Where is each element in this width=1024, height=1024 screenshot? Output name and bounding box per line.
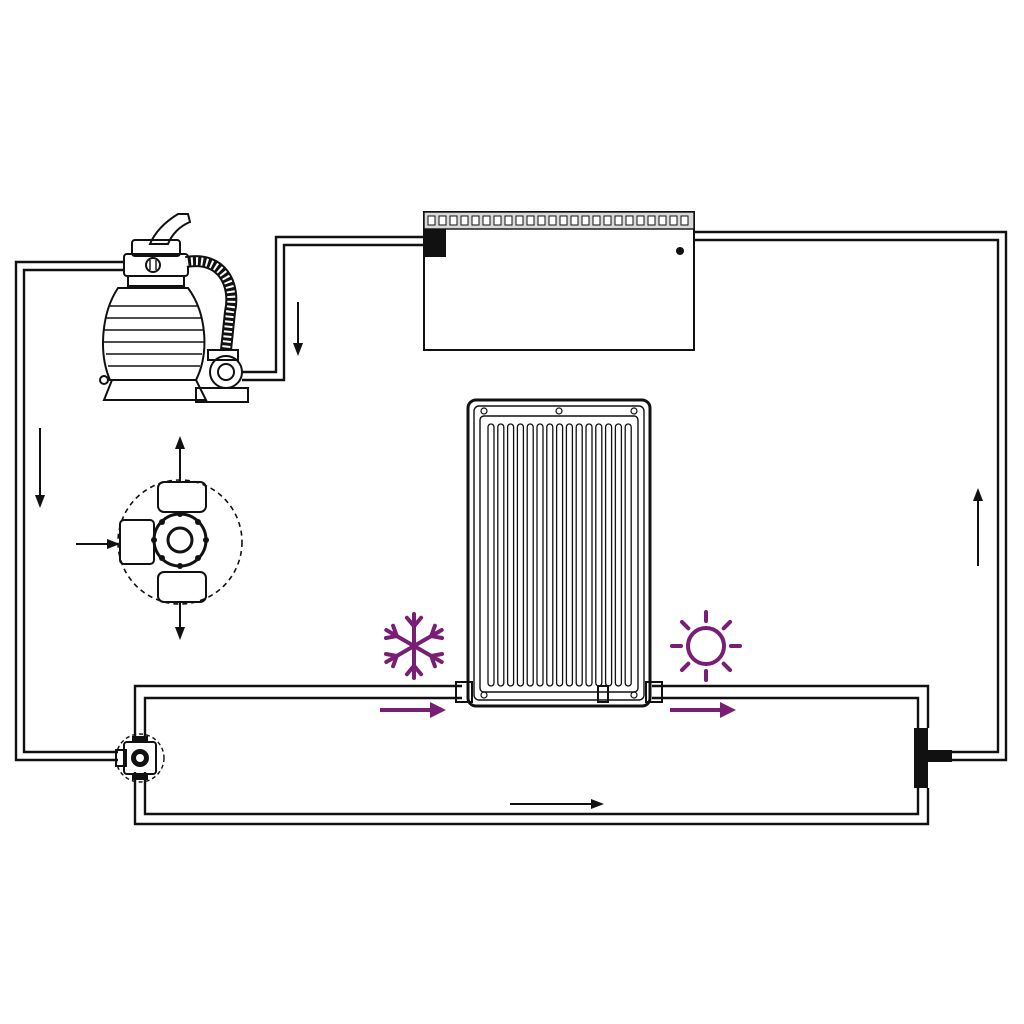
valve-flow-arrows — [76, 436, 185, 640]
pool-outlet-fitting — [676, 247, 684, 255]
warm-flow-arrow — [670, 702, 736, 718]
snowflake-icon — [383, 612, 445, 680]
pipe-pool-return — [694, 230, 1008, 762]
cold-flow-arrow — [380, 702, 446, 718]
pool-inlet-fitting — [424, 229, 446, 257]
flow-arrows — [35, 302, 983, 809]
solar-collector-icon — [455, 398, 663, 708]
pool — [423, 211, 695, 351]
three-way-valve-icon — [117, 479, 243, 605]
pipe-lower-loop — [133, 684, 930, 826]
valve-icon — [115, 733, 165, 783]
sun-icon — [670, 610, 742, 682]
pipe-filter-to-valve — [14, 260, 125, 762]
fitting-icon — [914, 728, 952, 788]
sand-filter-pump-icon — [99, 213, 249, 403]
pipe-pump-to-pool — [242, 235, 424, 382]
